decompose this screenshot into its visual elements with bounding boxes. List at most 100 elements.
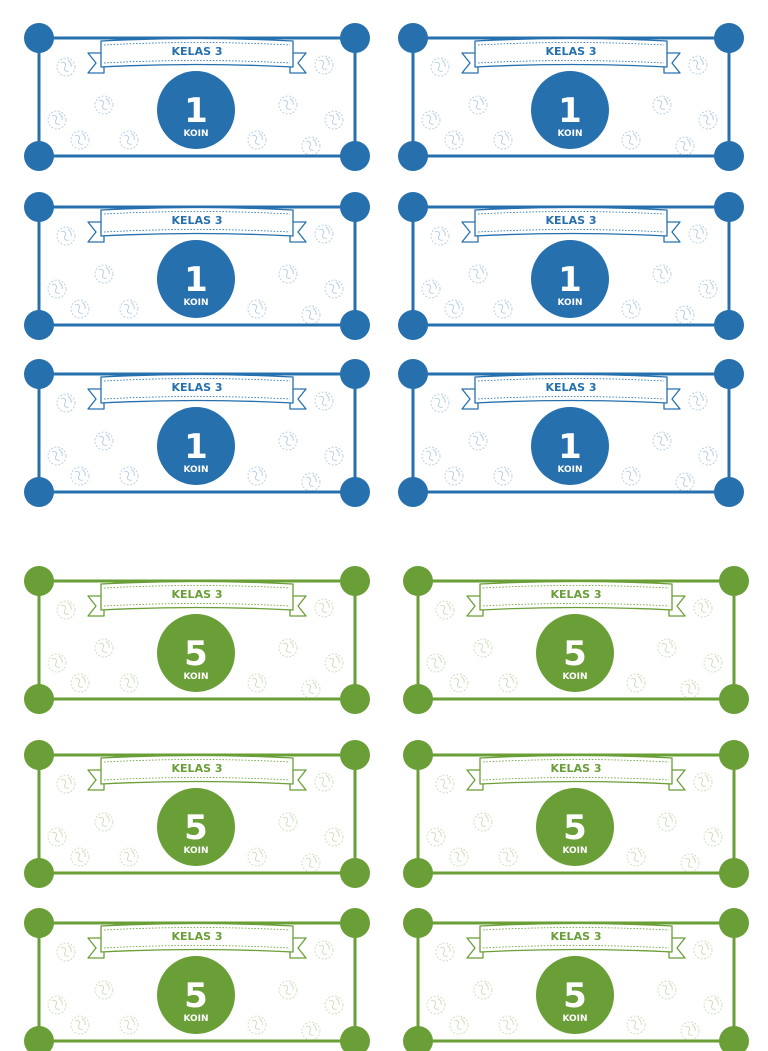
corner-dot [714,192,744,222]
coin-unit: KOIN [183,1014,208,1024]
globe-icon [314,772,334,792]
coin-unit: KOIN [557,298,582,308]
ribbon-banner [461,37,681,74]
corner-dot [24,359,54,389]
value-badge [536,614,614,692]
corner-dot [24,141,54,171]
globe-icon [703,827,723,847]
corner-dot [340,141,370,171]
corner-dot [340,23,370,53]
globe-icon [680,679,700,699]
value-badge [157,407,235,485]
corner-dot [340,192,370,222]
globe-icon [675,305,695,325]
globe-icon [703,653,723,673]
globe-icon [70,847,90,867]
coin-unit: KOIN [557,129,582,139]
globe-icon [473,980,493,1000]
corner-dot [340,1026,370,1051]
globe-icon [94,638,114,658]
ribbon-banner [461,373,681,410]
globe-icon [324,446,344,466]
corner-dot [714,141,744,171]
globe-icon [301,1021,321,1041]
globe-icon [47,653,67,673]
corner-dot [398,192,428,222]
globe-icon [278,980,298,1000]
globe-icon [324,995,344,1015]
globe-icon [119,299,139,319]
globe-pattern [47,598,344,699]
class-label: KELAS 3 [172,45,223,58]
globe-icon [278,638,298,658]
globe-icon [324,827,344,847]
coin-unit: KOIN [562,1014,587,1024]
globe-icon [493,299,513,319]
globe-icon [468,95,488,115]
value-badge [536,956,614,1034]
corner-dot [24,684,54,714]
globe-icon [693,772,713,792]
globe-icon [301,679,321,699]
corner-dot [340,858,370,888]
value-badge [536,788,614,866]
value-badge [157,788,235,866]
coin-value: 5 [184,634,208,674]
globe-icon [449,847,469,867]
coin-value: 1 [184,260,208,300]
globe-icon [657,638,677,658]
value-badge [157,956,235,1034]
globe-icon [468,431,488,451]
corner-dot [340,908,370,938]
globe-pattern [47,772,344,873]
globe-pattern [421,55,718,156]
globe-icon [119,130,139,150]
globe-icon [493,130,513,150]
globe-icon [703,995,723,1015]
globe-icon [324,110,344,130]
coin-unit: KOIN [562,846,587,856]
corner-dot [340,684,370,714]
ribbon-banner [466,580,686,617]
globe-icon [119,673,139,693]
globe-icon [680,853,700,873]
globe-icon [626,673,646,693]
corner-dot [403,740,433,770]
globe-icon [493,466,513,486]
globe-icon [47,279,67,299]
globe-icon [314,391,334,411]
globe-icon [314,940,334,960]
globe-icon [47,827,67,847]
globe-icon [94,264,114,284]
class-label: KELAS 3 [172,214,223,227]
class-label: KELAS 3 [546,381,597,394]
globe-icon [247,847,267,867]
coin-unit: KOIN [562,672,587,682]
corner-dot [340,310,370,340]
class-label: KELAS 3 [551,588,602,601]
globe-icon [688,391,708,411]
globe-icon [94,980,114,1000]
globe-icon [94,431,114,451]
corner-dot [340,566,370,596]
globe-icon [70,466,90,486]
globe-icon [444,130,464,150]
globe-icon [444,466,464,486]
corner-dot [24,858,54,888]
globe-icon [688,55,708,75]
value-badge [157,240,235,318]
globe-icon [278,264,298,284]
globe-icon [56,600,76,620]
globe-icon [56,774,76,794]
corner-dot [398,477,428,507]
globe-icon [698,446,718,466]
globe-icon [119,1015,139,1035]
globe-icon [70,1015,90,1035]
globe-icon [47,446,67,466]
class-label: KELAS 3 [172,930,223,943]
globe-icon [498,673,518,693]
